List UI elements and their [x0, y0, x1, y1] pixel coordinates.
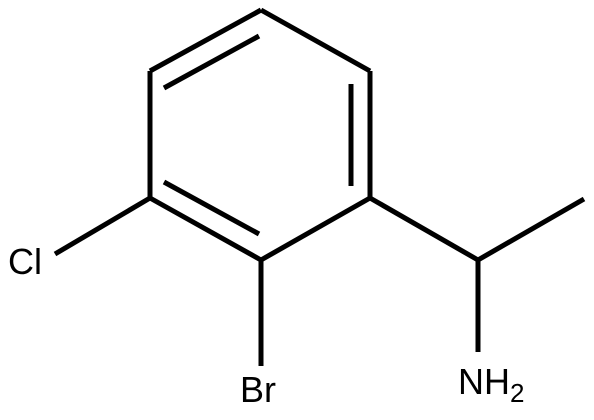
bond-c-cl — [53, 195, 152, 257]
chlorine-label: Cl — [8, 241, 42, 282]
bromine-label: Br — [240, 369, 276, 410]
ring-bond-bottom-right — [259, 195, 372, 263]
bond-ch-methyl — [476, 196, 586, 263]
ring-bond-top-right — [259, 7, 372, 74]
ring-bond-bottom-left — [148, 195, 263, 263]
ring-bond-top-left — [148, 7, 263, 74]
ring-bond-bottom-left-inner — [162, 179, 261, 237]
ring-bond-top-left-inner — [162, 33, 261, 91]
amine-label-main: NH — [458, 361, 510, 402]
bond-ring-ch — [368, 195, 480, 263]
amine-label: NH2 — [458, 361, 525, 408]
amine-label-subscript: 2 — [510, 378, 525, 408]
